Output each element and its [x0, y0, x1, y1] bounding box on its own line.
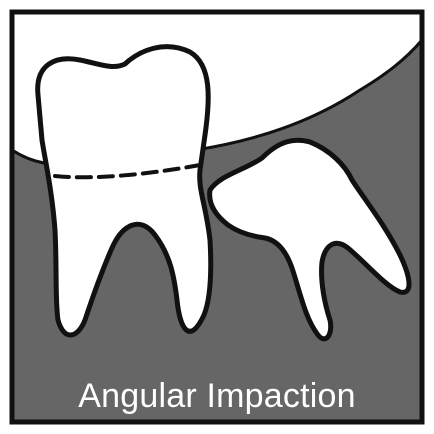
diagram-caption: Angular Impaction [0, 377, 434, 416]
